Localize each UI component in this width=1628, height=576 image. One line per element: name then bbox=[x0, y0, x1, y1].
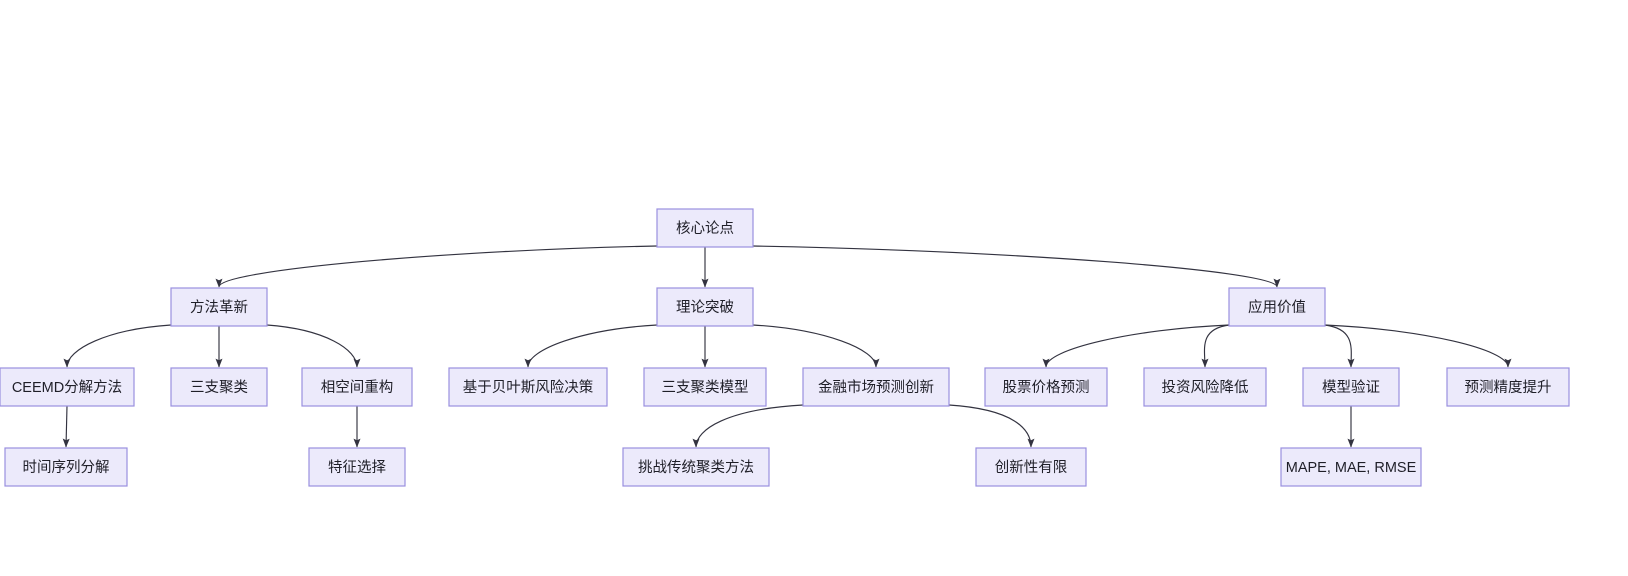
edge-l2f-to-l3c bbox=[692, 404, 804, 448]
node-box[interactable] bbox=[4, 447, 128, 487]
edge-root-to-l1a bbox=[215, 245, 658, 288]
node-box[interactable] bbox=[1143, 367, 1267, 407]
edge-l2a-to-l3a bbox=[62, 405, 70, 448]
edge-l1c-to-l2h bbox=[1201, 324, 1230, 368]
node-label: 三支聚类 bbox=[190, 379, 248, 396]
node-l3b[interactable]: 特征选择 bbox=[308, 447, 406, 487]
node-l2d[interactable]: 基于贝叶斯风险决策 bbox=[448, 367, 608, 407]
node-label: MAPE, MAE, RMSE bbox=[1286, 460, 1417, 476]
node-label: 股票价格预测 bbox=[1003, 379, 1090, 396]
edge-l1c-to-l2j bbox=[1324, 324, 1512, 368]
node-box[interactable] bbox=[308, 447, 406, 487]
node-box[interactable] bbox=[170, 367, 268, 407]
node-l2j[interactable]: 预测精度提升 bbox=[1446, 367, 1570, 407]
node-box[interactable] bbox=[1228, 287, 1326, 327]
node-l3c[interactable]: 挑战传统聚类方法 bbox=[622, 447, 770, 487]
node-label: 应用价值 bbox=[1248, 298, 1306, 316]
edge-l2f-to-l3d bbox=[948, 404, 1035, 448]
node-label: 特征选择 bbox=[328, 459, 386, 476]
node-label: 金融市场预测创新 bbox=[818, 379, 934, 396]
node-box[interactable] bbox=[975, 447, 1087, 487]
node-l2e[interactable]: 三支聚类模型 bbox=[643, 367, 767, 407]
edge-l1c-to-l2i bbox=[1324, 324, 1355, 368]
node-box[interactable] bbox=[301, 367, 413, 407]
node-root[interactable]: 核心论点 bbox=[656, 208, 754, 248]
node-l1a[interactable]: 方法革新 bbox=[170, 287, 268, 327]
node-label: 基于贝叶斯风险决策 bbox=[463, 379, 594, 396]
node-l1b[interactable]: 理论突破 bbox=[656, 287, 754, 327]
node-l3a[interactable]: 时间序列分解 bbox=[4, 447, 128, 487]
node-l2f[interactable]: 金融市场预测创新 bbox=[802, 367, 950, 407]
node-label: 相空间重构 bbox=[321, 379, 394, 396]
node-box[interactable] bbox=[0, 367, 135, 407]
node-label: 核心论点 bbox=[676, 220, 734, 237]
node-label: 模型验证 bbox=[1322, 379, 1380, 396]
node-box[interactable] bbox=[622, 447, 770, 487]
node-box[interactable] bbox=[656, 287, 754, 327]
node-label: 时间序列分解 bbox=[23, 459, 110, 476]
node-label: 预测精度提升 bbox=[1465, 379, 1552, 396]
edge-l1a-to-l2a bbox=[63, 324, 172, 368]
node-l2c[interactable]: 相空间重构 bbox=[301, 367, 413, 407]
edge-l1a-to-l2c bbox=[266, 324, 361, 368]
node-box[interactable] bbox=[802, 367, 950, 407]
node-label: 理论突破 bbox=[676, 299, 734, 316]
node-l2g[interactable]: 股票价格预测 bbox=[984, 367, 1108, 407]
edge-layer bbox=[62, 245, 1512, 448]
node-label: 三支聚类模型 bbox=[662, 379, 749, 396]
node-l2a[interactable]: CEEMD分解方法 bbox=[0, 367, 135, 407]
node-l2b[interactable]: 三支聚类 bbox=[170, 367, 268, 407]
edge-l1c-to-l2g bbox=[1042, 324, 1230, 368]
node-l3d[interactable]: 创新性有限 bbox=[975, 447, 1087, 487]
edge-l1b-to-l2f bbox=[752, 324, 880, 368]
node-label: CEEMD分解方法 bbox=[12, 379, 122, 396]
edge-root-to-l1c bbox=[752, 245, 1281, 288]
node-box[interactable] bbox=[1446, 367, 1570, 407]
node-box[interactable] bbox=[643, 367, 767, 407]
edge-l1b-to-l2d bbox=[524, 324, 658, 368]
node-label: 方法革新 bbox=[190, 299, 248, 316]
node-box[interactable] bbox=[170, 287, 268, 327]
node-l2i[interactable]: 模型验证 bbox=[1302, 367, 1400, 407]
node-l3e[interactable]: MAPE, MAE, RMSE bbox=[1280, 447, 1422, 487]
node-box[interactable] bbox=[1302, 367, 1400, 407]
node-label: 投资风险降低 bbox=[1162, 379, 1249, 396]
node-label: 创新性有限 bbox=[995, 459, 1068, 476]
node-box[interactable] bbox=[448, 367, 608, 407]
node-l1c[interactable]: 应用价值 bbox=[1228, 287, 1326, 327]
node-box[interactable] bbox=[1280, 447, 1422, 487]
node-box[interactable] bbox=[656, 208, 754, 248]
node-label: 挑战传统聚类方法 bbox=[638, 459, 754, 476]
node-box[interactable] bbox=[984, 367, 1108, 407]
node-l2h[interactable]: 投资风险降低 bbox=[1143, 367, 1267, 407]
